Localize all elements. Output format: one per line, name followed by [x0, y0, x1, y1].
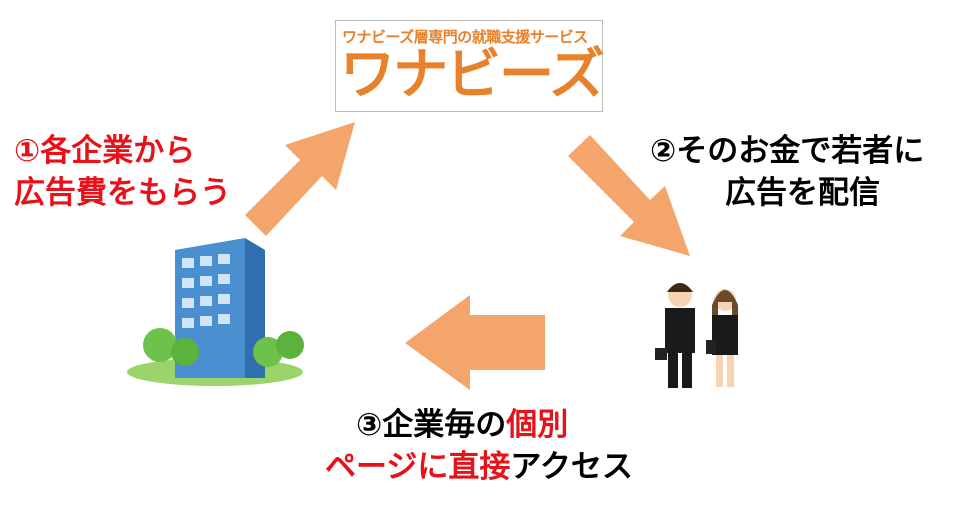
- arrow-to-logo: [245, 122, 355, 236]
- step2-line2: 広告を配信: [725, 175, 880, 211]
- logo-name: ワナビーズ: [340, 42, 604, 106]
- arrow-to-youth: [568, 135, 690, 256]
- arrow-to-company: [405, 295, 545, 390]
- step3-line1-b: 個別: [506, 407, 569, 443]
- step3-line1-a: ③企業毎の: [356, 407, 507, 443]
- step3-line2: ページに直接アクセス: [325, 452, 633, 483]
- step3-line2-a: ページに直接: [325, 449, 511, 485]
- building-icon: [127, 238, 304, 386]
- logo-subtitle: ワナビーズ層専門の就職支援サービス: [342, 28, 588, 46]
- job-seekers-icon: [655, 283, 738, 388]
- step1-line1: ①各企業から: [14, 133, 196, 169]
- step1-line2: 広告費をもらう: [14, 175, 231, 211]
- step3-line2-b: アクセス: [510, 449, 633, 485]
- step2-line1: ②そのお金で若者に: [650, 133, 925, 169]
- wannabees-logo: ワナビーズ層専門の就職支援サービス ワナビーズ: [335, 20, 604, 112]
- step3-line1: ③企業毎の個別: [356, 410, 568, 441]
